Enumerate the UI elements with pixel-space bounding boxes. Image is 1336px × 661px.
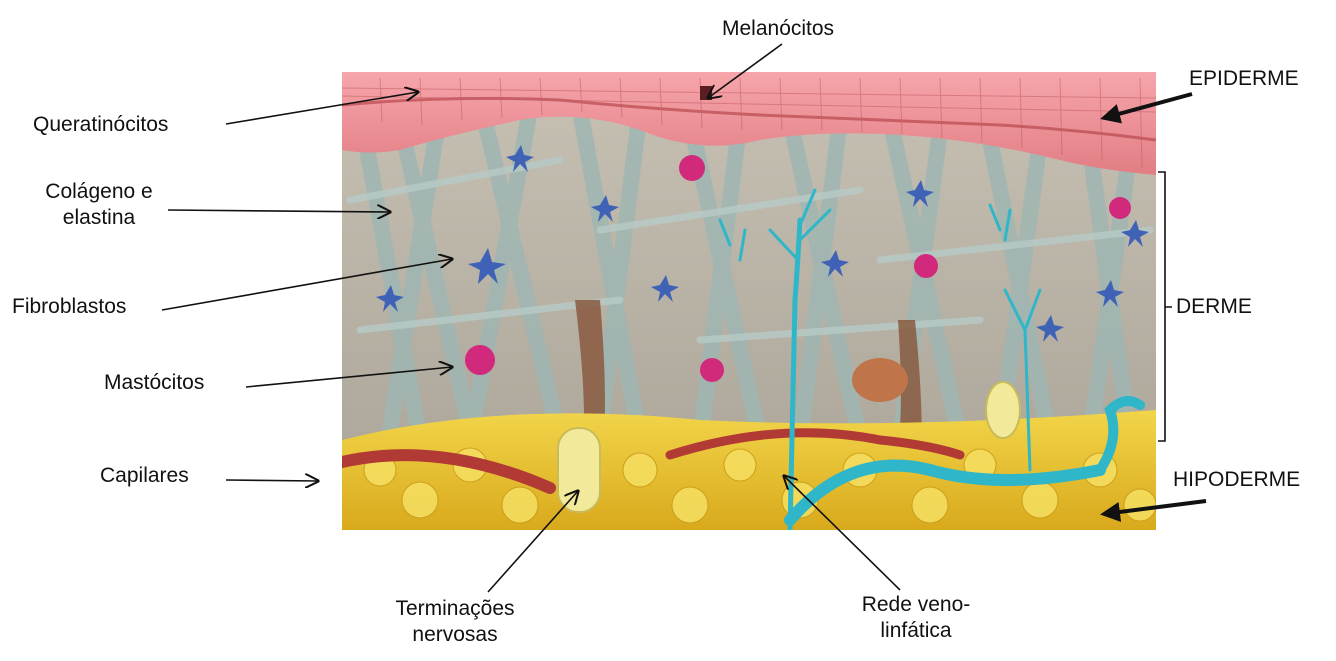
gland	[852, 358, 908, 402]
label-fibroblastos: Fibroblastos	[12, 294, 126, 320]
label-terminacoes-line1: Terminações	[370, 596, 540, 622]
label-colageno-line2: elastina	[30, 205, 168, 231]
melanocyte	[700, 86, 712, 100]
derme-bracket	[1158, 172, 1172, 441]
nerve-ending	[986, 382, 1020, 438]
label-epiderme: EPIDERME	[1189, 66, 1299, 92]
label-colageno-line1: Colágeno e	[30, 179, 168, 205]
label-derme: DERME	[1176, 294, 1252, 320]
label-melanocitos: Melanócitos	[722, 16, 834, 42]
label-colageno: Colágeno e elastina	[30, 179, 168, 231]
label-rede-line2: linfática	[846, 618, 986, 644]
label-hipoderme: HIPODERME	[1173, 467, 1300, 493]
label-mastocitos: Mastócitos	[104, 370, 204, 396]
nerve-ending	[558, 428, 600, 512]
label-rede-line1: Rede veno-	[846, 592, 986, 618]
label-rede: Rede veno- linfática	[846, 592, 986, 644]
label-terminacoes-line2: nervosas	[370, 622, 540, 648]
label-terminacoes: Terminações nervosas	[370, 596, 540, 648]
label-capilares: Capilares	[100, 463, 189, 489]
label-queratinocitos: Queratinócitos	[33, 112, 168, 138]
